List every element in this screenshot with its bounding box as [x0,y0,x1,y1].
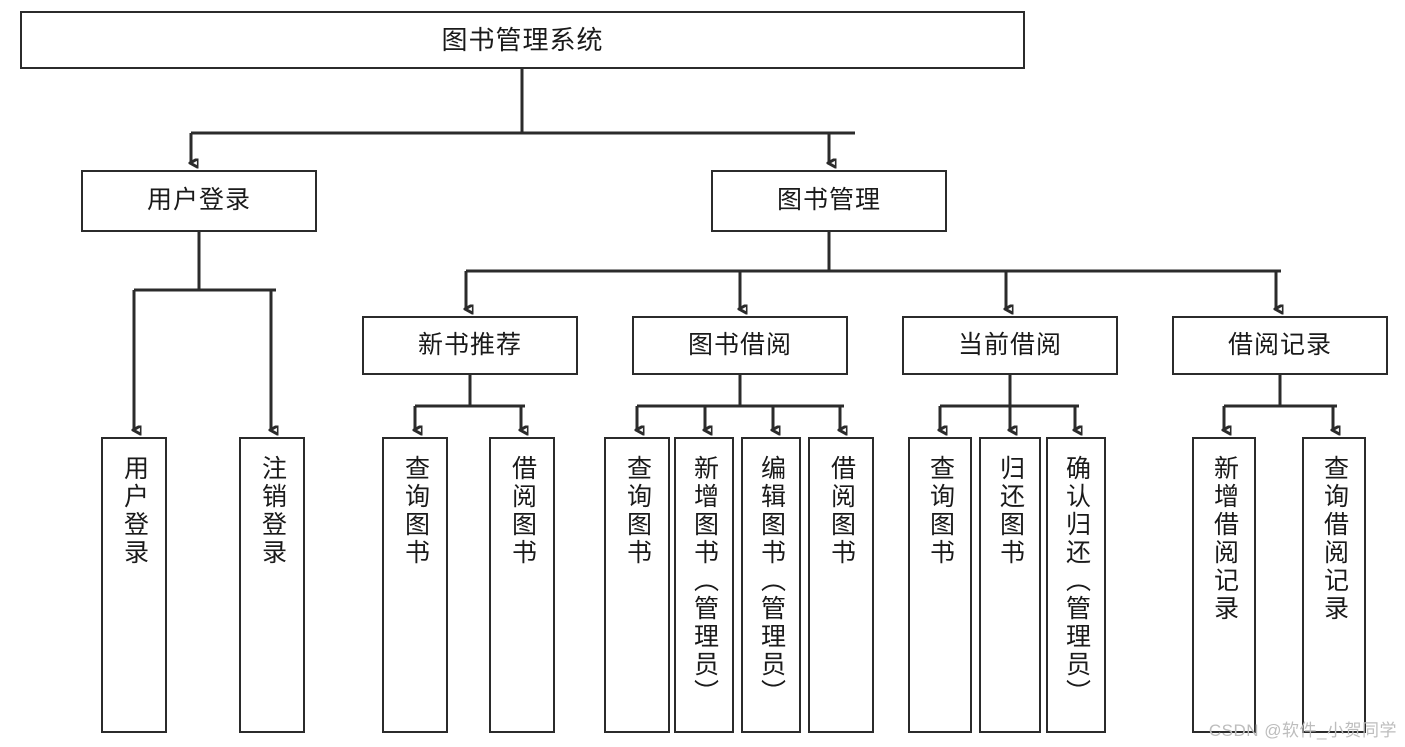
leaf-record-add-record[interactable]: 新增借阅记录 [1192,437,1256,733]
node-label: 注销登录 [258,455,287,567]
node-label: 当前借阅 [957,330,1062,359]
node-label: 编辑图书（管理员） [757,455,786,707]
node-label: 借阅图书 [827,455,856,567]
leaf-current-confirm-return-admin[interactable]: 确认归还（管理员） [1046,437,1106,733]
node-label: 借阅图书 [508,455,537,567]
node-book-management[interactable]: 图书管理 [711,170,947,232]
leaf-recommend-query-book[interactable]: 查询图书 [382,437,448,733]
leaf-borrow-borrow-book[interactable]: 借阅图书 [808,437,874,733]
node-label: 图书借阅 [687,330,792,359]
node-borrow-record[interactable]: 借阅记录 [1172,316,1388,375]
node-book-borrow[interactable]: 图书借阅 [632,316,848,375]
node-current-borrow[interactable]: 当前借阅 [902,316,1118,375]
node-label: 确认归还（管理员） [1062,455,1091,707]
leaf-user-login-logout[interactable]: 注销登录 [239,437,305,733]
node-label: 用户登录 [146,186,251,215]
node-label: 查询图书 [623,455,652,567]
leaf-borrow-add-book-admin[interactable]: 新增图书（管理员） [674,437,734,733]
leaf-recommend-borrow-book[interactable]: 借阅图书 [489,437,555,733]
leaf-user-login-login[interactable]: 用户登录 [101,437,167,733]
node-label: 新书推荐 [417,330,522,359]
node-label: 归还图书 [996,455,1025,567]
node-label: 查询图书 [401,455,430,567]
watermark-text: CSDN @软件_小贺同学 [1208,721,1397,740]
node-new-book-recommend[interactable]: 新书推荐 [362,316,578,375]
leaf-borrow-query-book[interactable]: 查询图书 [604,437,670,733]
leaf-borrow-edit-book-admin[interactable]: 编辑图书（管理员） [741,437,801,733]
node-label: 查询图书 [926,455,955,567]
node-root-system[interactable]: 图书管理系统 [20,11,1025,69]
node-label: 新增图书（管理员） [690,455,719,707]
leaf-current-return-book[interactable]: 归还图书 [979,437,1041,733]
node-label: 用户登录 [120,455,149,567]
node-label: 新增借阅记录 [1210,455,1239,623]
node-user-login[interactable]: 用户登录 [81,170,317,232]
node-label: 图书管理系统 [441,24,604,55]
node-label: 借阅记录 [1227,330,1332,359]
leaf-current-query-book[interactable]: 查询图书 [908,437,972,733]
node-label: 查询借阅记录 [1320,455,1349,623]
leaf-record-query-record[interactable]: 查询借阅记录 [1302,437,1366,733]
node-label: 图书管理 [776,186,881,215]
